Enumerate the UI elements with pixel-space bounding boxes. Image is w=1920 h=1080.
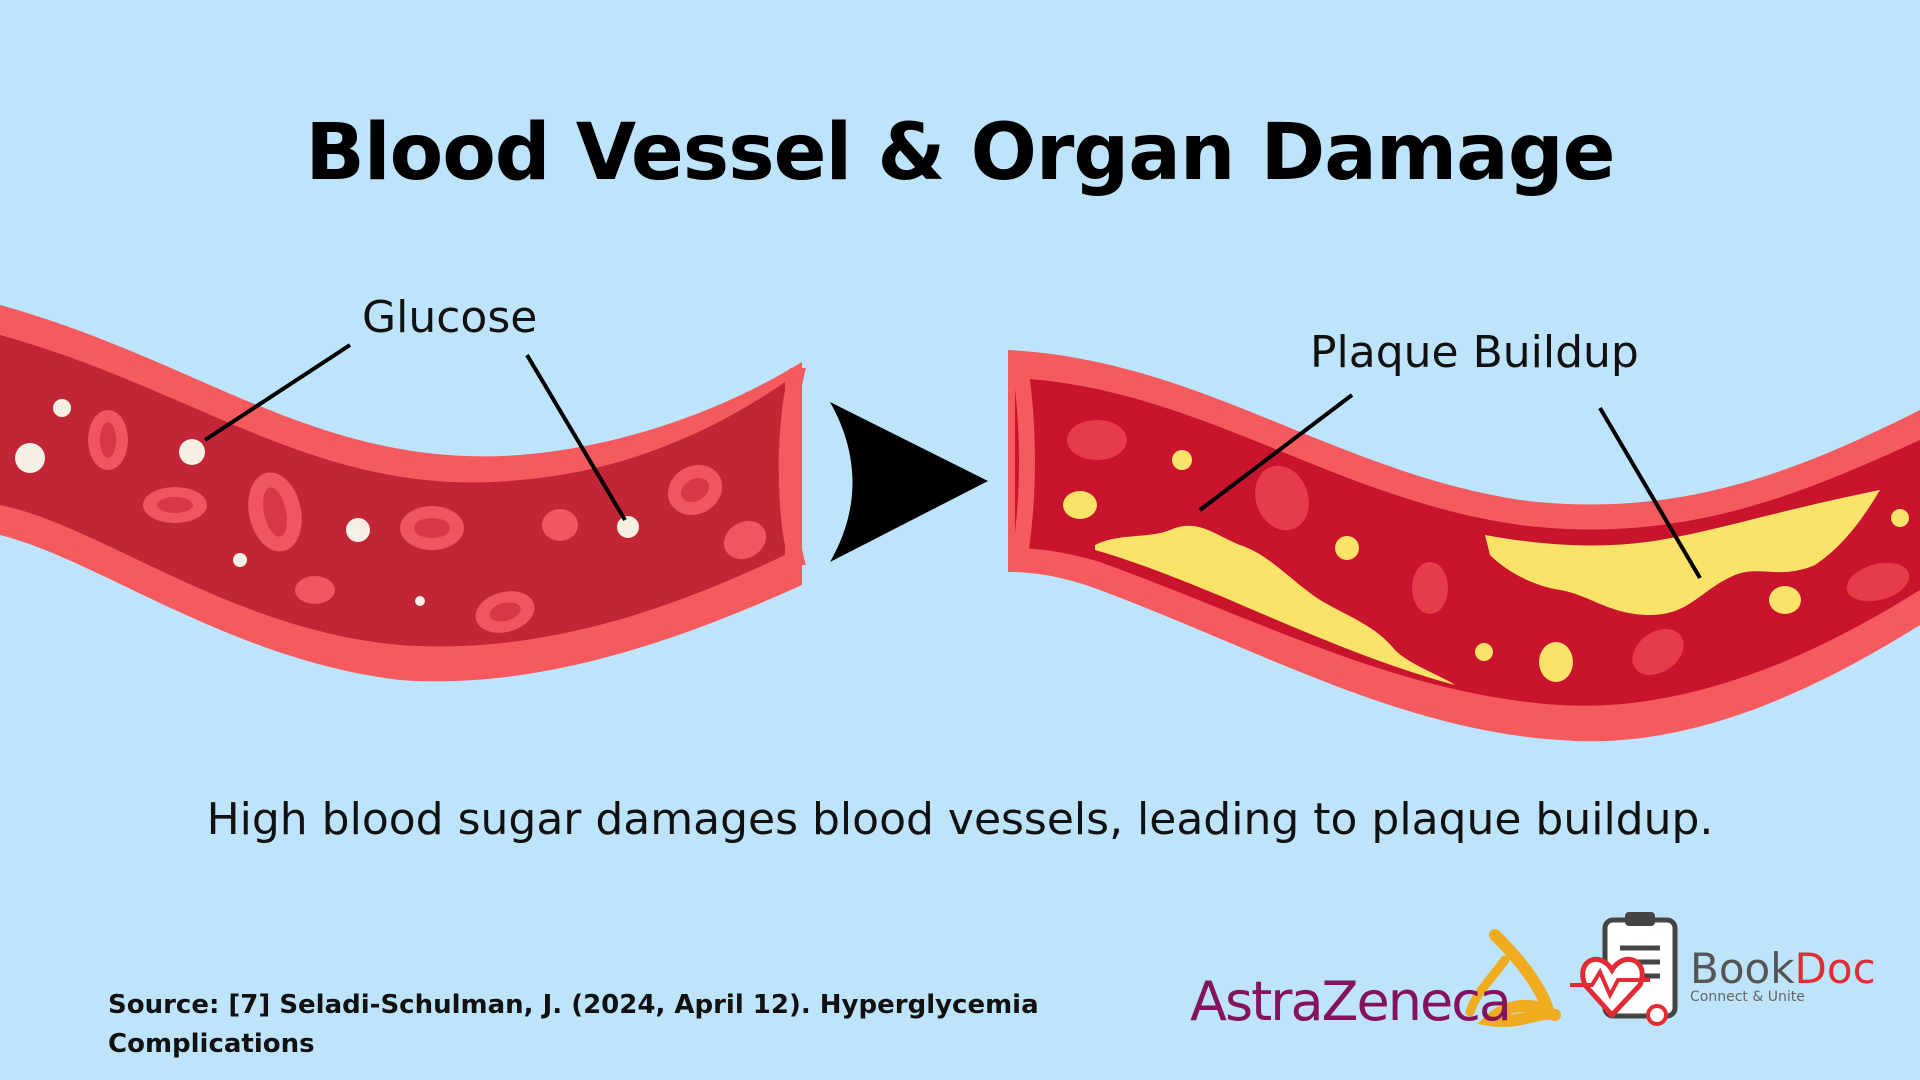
arrow-right-icon	[830, 402, 988, 562]
source-line-2: Complications	[108, 1029, 315, 1059]
bookdoc-clipboard-icon	[1570, 912, 1678, 1026]
bookdoc-doc: Doc	[1794, 944, 1876, 993]
bookdoc-tagline: Connect & Unite	[1690, 989, 1805, 1005]
glucose-particle	[346, 518, 370, 542]
red-blood-cell	[295, 576, 335, 604]
astrazeneca-logo-mark	[1465, 929, 1561, 1027]
healthy-vessel	[0, 305, 806, 682]
caption-text: High blood sugar damages blood vessels, …	[206, 794, 1714, 845]
red-blood-cell	[1067, 420, 1127, 460]
astrazeneca-logo-text: AstraZeneca	[1190, 970, 1512, 1033]
damaged-vessel-opening	[1010, 355, 1035, 568]
plaque-deposit-right	[1485, 490, 1880, 615]
glucose-particle	[233, 553, 247, 567]
red-blood-cell	[1632, 629, 1684, 675]
red-blood-cell	[542, 509, 578, 541]
plaque-particles	[1063, 450, 1909, 682]
bookdoc-book: Book	[1690, 944, 1795, 993]
glucose-particle	[617, 516, 639, 538]
glucose-particles	[15, 399, 639, 606]
source-line-1: Source: [7] Seladi-Schulman, J. (2024, A…	[108, 990, 1039, 1020]
bookdoc-name: BookDoc	[1690, 944, 1876, 993]
healthy-vessel-lumen	[0, 335, 785, 647]
red-blood-cell	[1846, 562, 1910, 602]
red-blood-cells	[1067, 420, 1910, 675]
glucose-callout-line	[203, 343, 352, 442]
glucose-particle	[179, 439, 205, 465]
red-blood-cell-centers	[100, 422, 710, 622]
glucose-callout-line	[525, 353, 627, 522]
glucose-particle	[415, 596, 425, 606]
damaged-vessel-lumen	[1015, 378, 1920, 706]
red-blood-cell	[1255, 465, 1309, 531]
plaque-callout-line	[1198, 393, 1354, 512]
red-blood-cell	[1412, 562, 1448, 614]
bookdoc-logo: BookDoc Connect & Unite	[1690, 944, 1876, 1005]
plaque-deposit-left	[1095, 525, 1455, 685]
red-blood-cell	[723, 520, 767, 560]
page-title: Blood Vessel & Organ Damage	[305, 108, 1615, 198]
glucose-label: Glucose	[362, 292, 538, 343]
healthy-vessel-opening	[778, 368, 806, 565]
glucose-particle	[53, 399, 71, 417]
source-citation: Source: [7] Seladi-Schulman, J. (2024, A…	[108, 986, 1068, 1064]
damaged-vessel	[1008, 350, 1920, 742]
plaque-callout-line	[1598, 406, 1702, 580]
glucose-particle	[15, 443, 45, 473]
plaque-buildup-label: Plaque Buildup	[1310, 327, 1639, 378]
